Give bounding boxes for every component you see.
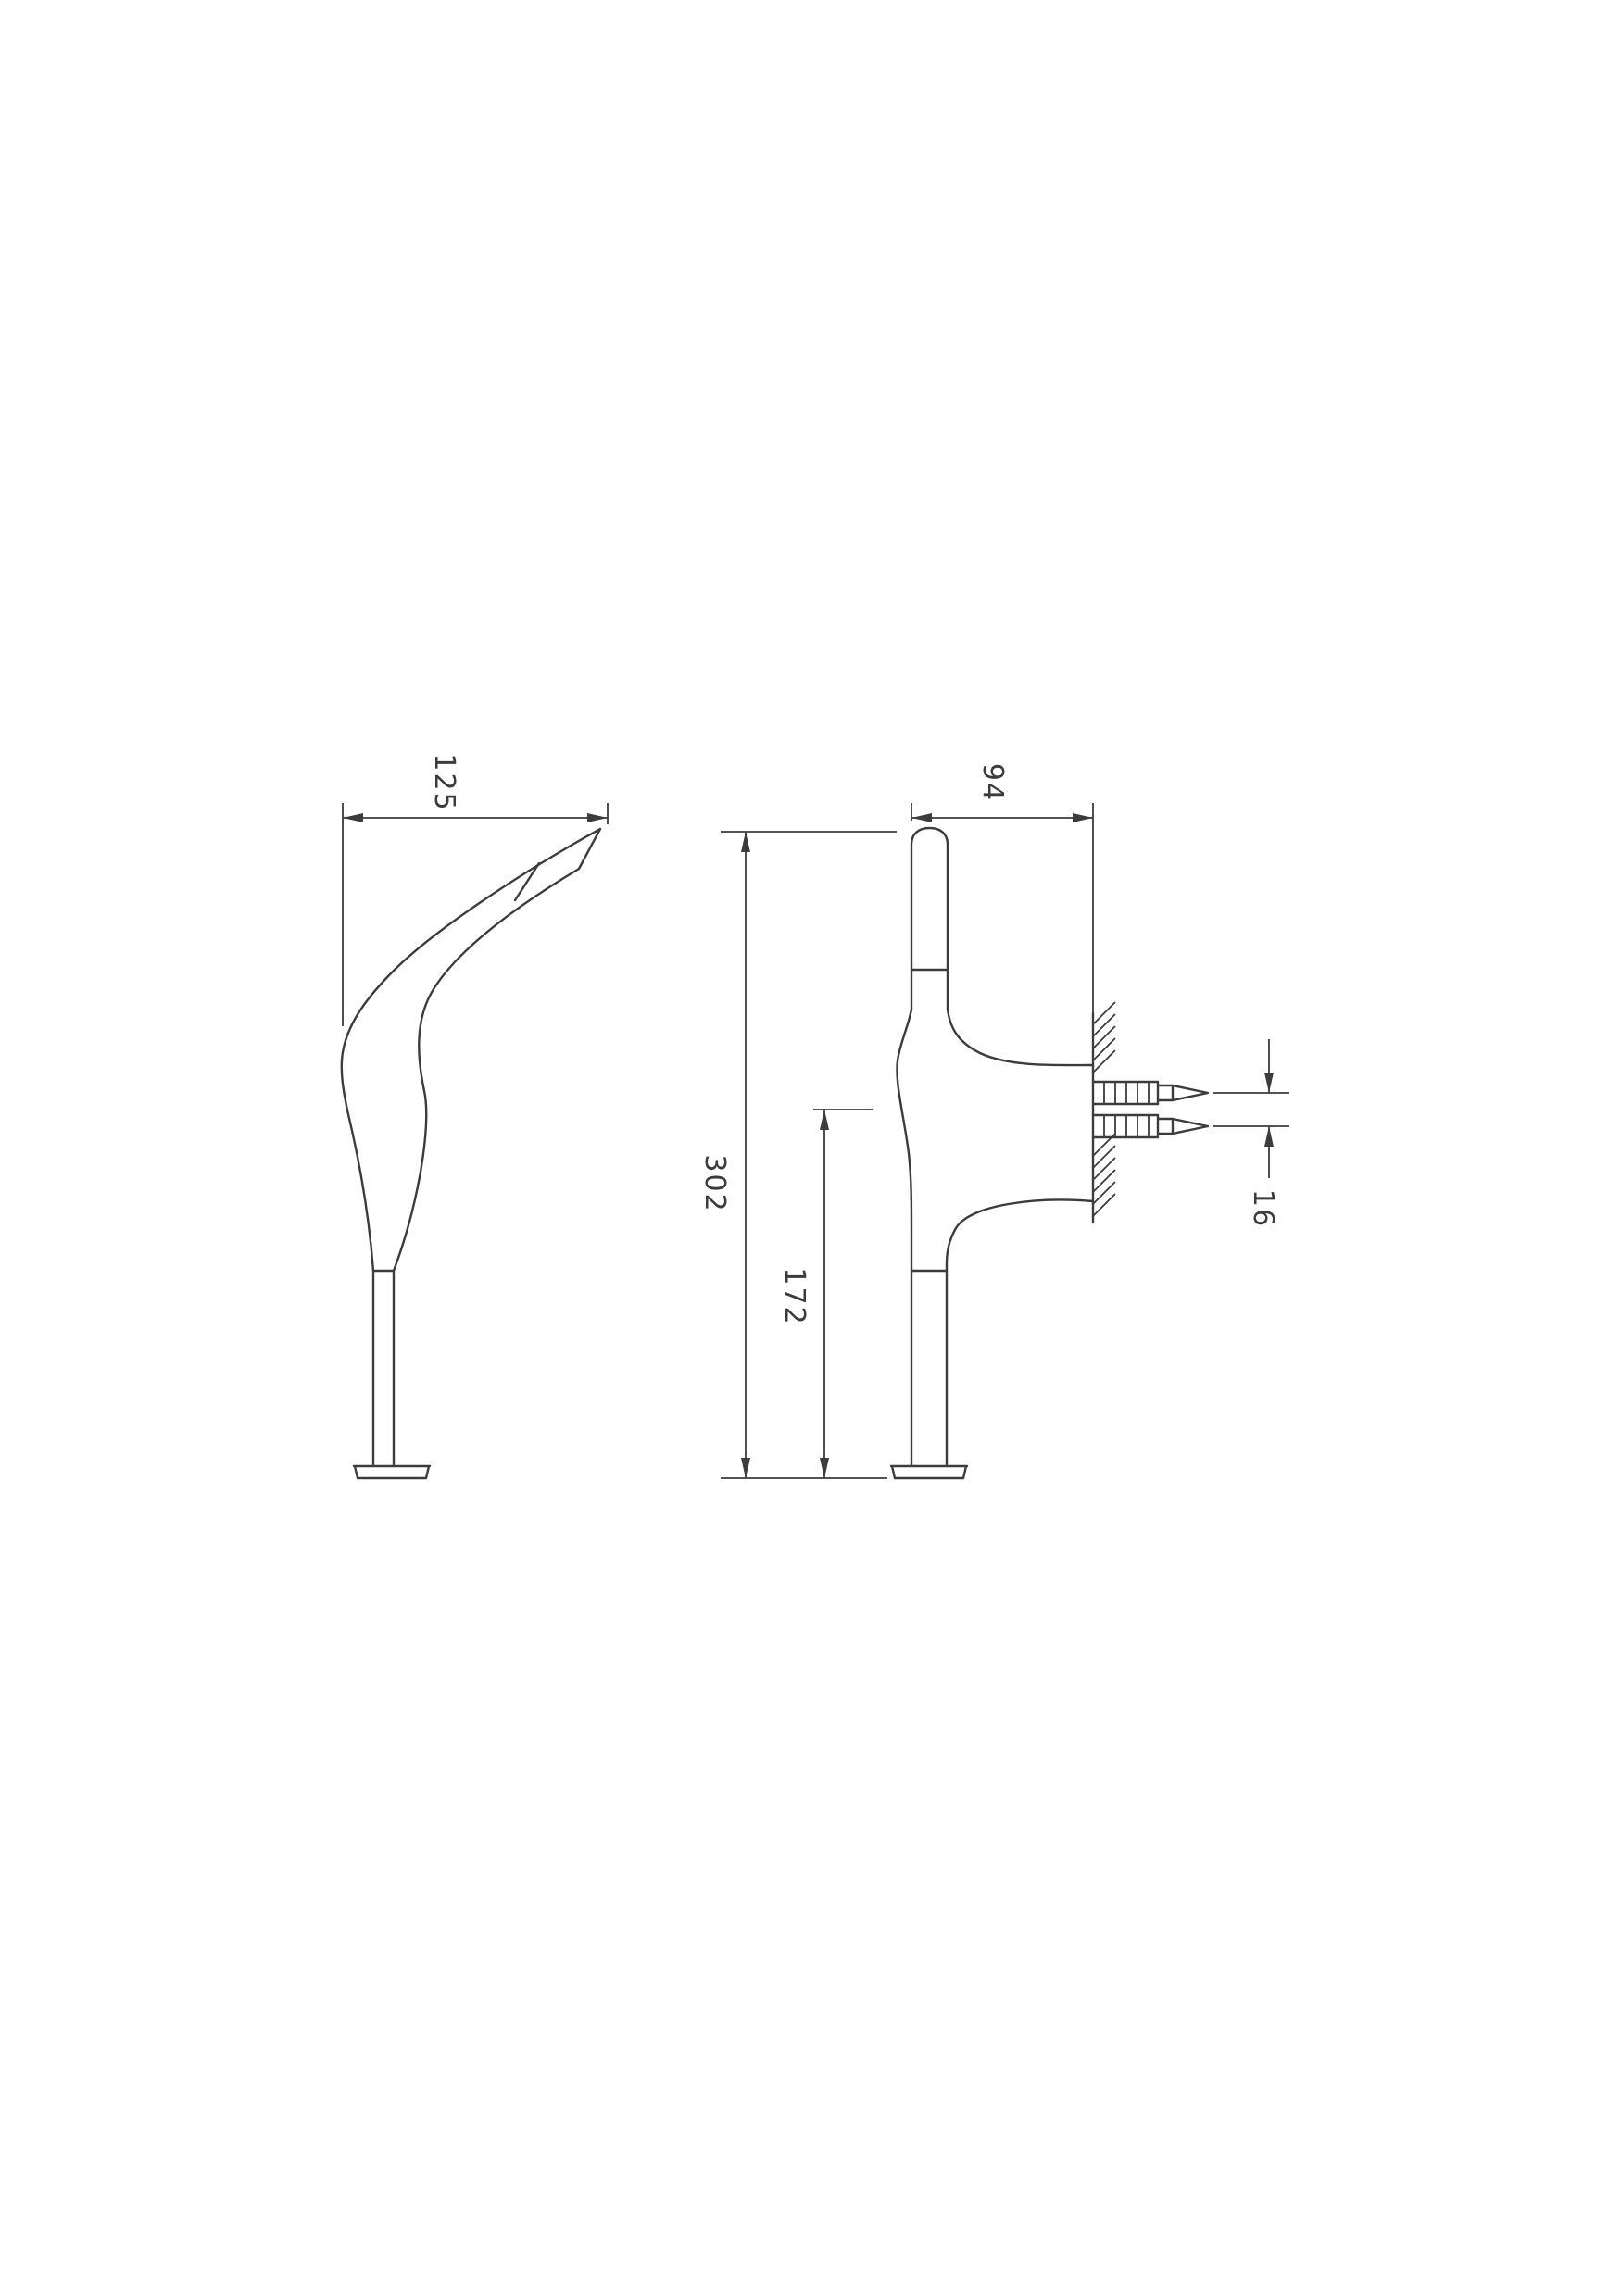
side-arm-bottom-edge	[945, 1198, 1095, 1468]
dimension-supply-spacing-lines	[1213, 1039, 1289, 1178]
side-arm-top-edge	[946, 1008, 1095, 1067]
wall-hatching	[1092, 1001, 1116, 1217]
dimension-supply-height-lines	[813, 1109, 873, 1478]
supply-connector-top	[1091, 1080, 1210, 1106]
front-stem-lines	[371, 1269, 396, 1468]
dimension-front-width-lines	[342, 803, 609, 1026]
arrow-up-icon	[1264, 1126, 1274, 1147]
arrow-down-icon	[741, 1458, 750, 1478]
dimension-overall-height: 302	[698, 831, 897, 1479]
dimension-label-overall-height: 302	[698, 1154, 731, 1212]
faucet-front-view	[340, 827, 602, 1480]
front-base-flange	[352, 1464, 432, 1480]
dimension-overall-height-lines	[721, 831, 897, 1479]
front-body-outline	[340, 827, 602, 1273]
dimension-side-depth-lines	[911, 803, 1094, 1013]
dimension-label-supply-spacing: 16	[1247, 1189, 1279, 1228]
dimension-label-front-width: 125	[428, 753, 460, 811]
side-body-left-edge	[896, 1008, 913, 1468]
arrow-right-icon	[587, 813, 608, 822]
side-spout-cylinder	[910, 826, 949, 1011]
arrow-down-icon	[820, 1458, 829, 1478]
wall-section	[1091, 1001, 1116, 1224]
dimension-front-width: 125	[342, 753, 609, 1026]
arrow-left-icon	[343, 813, 363, 822]
dimension-label-side-depth: 94	[976, 763, 1009, 802]
arrow-up-icon	[741, 832, 750, 852]
side-base-flange	[889, 1464, 969, 1480]
supply-connectors	[1091, 1080, 1210, 1139]
arrow-right-icon	[1073, 813, 1093, 822]
supply-connector-bottom-threads	[1103, 1115, 1150, 1137]
arrow-up-icon	[820, 1110, 829, 1130]
faucet-side-view	[889, 826, 1095, 1480]
supply-connector-top-threads	[1103, 1082, 1150, 1104]
dimension-side-depth: 94	[911, 763, 1094, 1013]
dimension-supply-height: 172	[778, 1109, 873, 1478]
front-spout-joint-line	[513, 861, 541, 902]
arrow-down-icon	[1264, 1073, 1274, 1093]
dimension-supply-spacing: 16	[1213, 1039, 1289, 1228]
supply-connector-bottom	[1091, 1113, 1210, 1139]
dimension-label-supply-height: 172	[778, 1267, 810, 1325]
arrow-left-icon	[911, 813, 932, 822]
